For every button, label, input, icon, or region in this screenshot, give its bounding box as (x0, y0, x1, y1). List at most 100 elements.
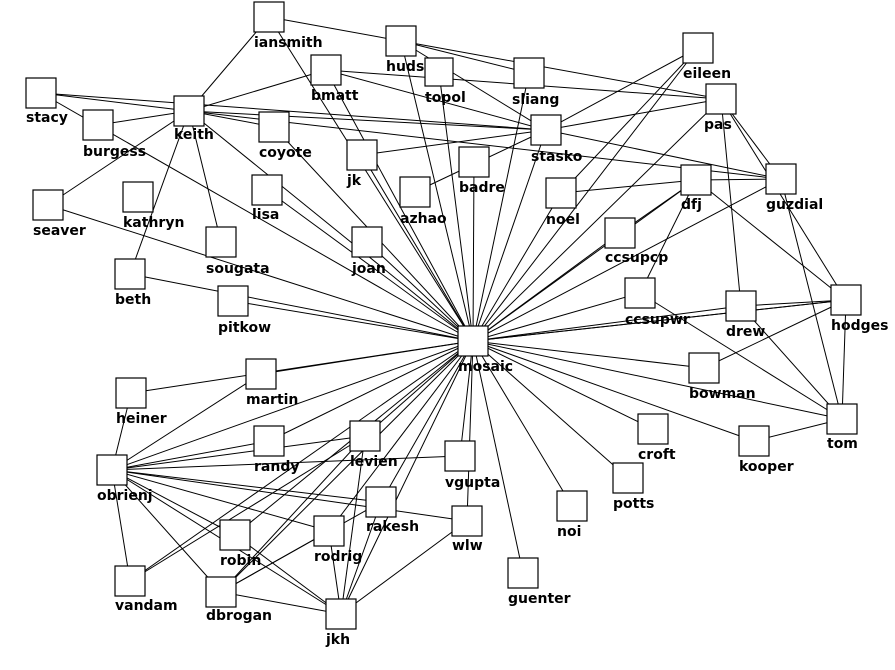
node-box-hudson[interactable] (385, 25, 417, 57)
node-box-kathryn[interactable] (122, 181, 154, 213)
node-potts[interactable]: potts (612, 462, 654, 512)
node-rodrig[interactable]: rodrig (313, 515, 362, 565)
node-guenter[interactable]: guenter (507, 557, 571, 607)
node-box-levien[interactable] (349, 420, 381, 452)
node-bmatt[interactable]: bmatt (310, 54, 359, 104)
node-sougata[interactable]: sougata (205, 226, 270, 277)
node-box-noi[interactable] (556, 490, 588, 522)
node-box-martin[interactable] (245, 358, 277, 390)
node-kathryn[interactable]: kathryn (122, 181, 184, 231)
node-noel[interactable]: noel (545, 177, 580, 228)
node-box-kooper[interactable] (738, 425, 770, 457)
node-pitkow[interactable]: pitkow (217, 285, 271, 336)
node-box-hodges[interactable] (830, 284, 862, 316)
node-box-seaver[interactable] (32, 189, 64, 221)
node-lisa[interactable]: lisa (251, 174, 283, 223)
node-azhao[interactable]: azhao (399, 176, 447, 227)
node-dfj[interactable]: dfj (680, 164, 712, 213)
node-jkh[interactable]: jkh (325, 598, 357, 648)
node-hodges[interactable]: hodges (830, 284, 888, 334)
node-box-dfj[interactable] (680, 164, 712, 196)
node-box-burgess[interactable] (82, 109, 114, 141)
node-kooper[interactable]: kooper (738, 425, 794, 475)
node-eileen[interactable]: eileen (682, 32, 731, 82)
node-box-azhao[interactable] (399, 176, 431, 208)
node-burgess[interactable]: burgess (82, 109, 146, 160)
node-box-keith[interactable] (173, 95, 205, 127)
node-guzdial[interactable]: guzdial (765, 163, 823, 213)
node-wlw[interactable]: wlw (451, 505, 483, 554)
node-iansmith[interactable]: iansmith (253, 1, 323, 51)
node-box-potts[interactable] (612, 462, 644, 494)
node-dbrogan[interactable]: dbrogan (205, 576, 272, 624)
node-ccsupcp[interactable]: ccsupcp (604, 217, 668, 266)
node-box-beth[interactable] (114, 258, 146, 290)
node-keith[interactable]: keith (173, 95, 214, 143)
node-box-tom[interactable] (826, 403, 858, 435)
node-box-pitkow[interactable] (217, 285, 249, 317)
node-obrienj[interactable]: obrienj (96, 454, 153, 504)
node-stasko[interactable]: stasko (530, 114, 583, 165)
node-box-mosaic[interactable] (457, 325, 489, 357)
node-box-guenter[interactable] (507, 557, 539, 589)
node-box-lisa[interactable] (251, 174, 283, 206)
node-box-vgupta[interactable] (444, 440, 476, 472)
node-box-sliang[interactable] (513, 57, 545, 89)
node-beth[interactable]: beth (114, 258, 151, 308)
node-tom[interactable]: tom (826, 403, 858, 452)
node-martin[interactable]: martin (245, 358, 298, 408)
node-box-badre[interactable] (458, 146, 490, 178)
node-robin[interactable]: robin (219, 519, 261, 569)
node-stacy[interactable]: stacy (25, 77, 68, 126)
node-box-bowman[interactable] (688, 352, 720, 384)
node-box-rodrig[interactable] (313, 515, 345, 547)
node-box-iansmith[interactable] (253, 1, 285, 33)
node-box-randy[interactable] (253, 425, 285, 457)
node-seaver[interactable]: seaver (32, 189, 86, 239)
node-box-obrienj[interactable] (96, 454, 128, 486)
edge-mosaic-eileen (472, 47, 699, 342)
node-box-coyote[interactable] (258, 111, 290, 143)
node-box-bmatt[interactable] (310, 54, 342, 86)
node-croft[interactable]: croft (637, 413, 676, 463)
node-box-pas[interactable] (705, 83, 737, 115)
node-box-jkh[interactable] (325, 598, 357, 630)
node-sliang[interactable]: sliang (512, 57, 559, 108)
node-box-drew[interactable] (725, 290, 757, 322)
node-box-wlw[interactable] (451, 505, 483, 537)
node-bowman[interactable]: bowman (688, 352, 756, 402)
node-box-guzdial[interactable] (765, 163, 797, 195)
node-rakesh[interactable]: rakesh (365, 486, 419, 535)
node-mosaic[interactable]: mosaic (457, 325, 513, 375)
node-box-dbrogan[interactable] (205, 576, 237, 608)
node-levien[interactable]: levien (349, 420, 398, 470)
node-joan[interactable]: joan (351, 226, 386, 277)
node-box-stacy[interactable] (25, 77, 57, 109)
node-randy[interactable]: randy (253, 425, 299, 475)
node-box-ccsupcp[interactable] (604, 217, 636, 249)
node-vandam[interactable]: vandam (114, 565, 178, 614)
node-box-jk[interactable] (346, 139, 378, 171)
node-box-stasko[interactable] (530, 114, 562, 146)
node-vgupta[interactable]: vgupta (444, 440, 500, 491)
node-box-joan[interactable] (351, 226, 383, 258)
node-box-noel[interactable] (545, 177, 577, 209)
node-box-topol[interactable] (424, 57, 454, 87)
node-box-croft[interactable] (637, 413, 669, 445)
node-box-robin[interactable] (219, 519, 251, 551)
node-jk[interactable]: jk (346, 139, 378, 189)
node-coyote[interactable]: coyote (258, 111, 312, 161)
node-ccsupwr[interactable]: ccsupwr (624, 277, 690, 328)
node-box-heiner[interactable] (115, 377, 147, 409)
node-heiner[interactable]: heiner (115, 377, 167, 427)
node-topol[interactable]: topol (424, 57, 466, 106)
node-box-ccsupwr[interactable] (624, 277, 656, 309)
node-box-eileen[interactable] (682, 32, 714, 64)
node-box-vandam[interactable] (114, 565, 146, 597)
node-box-rakesh[interactable] (365, 486, 397, 518)
node-noi[interactable]: noi (556, 490, 588, 540)
node-badre[interactable]: badre (458, 146, 505, 196)
node-pas[interactable]: pas (704, 83, 737, 133)
node-box-sougata[interactable] (205, 226, 237, 258)
node-drew[interactable]: drew (725, 290, 765, 340)
